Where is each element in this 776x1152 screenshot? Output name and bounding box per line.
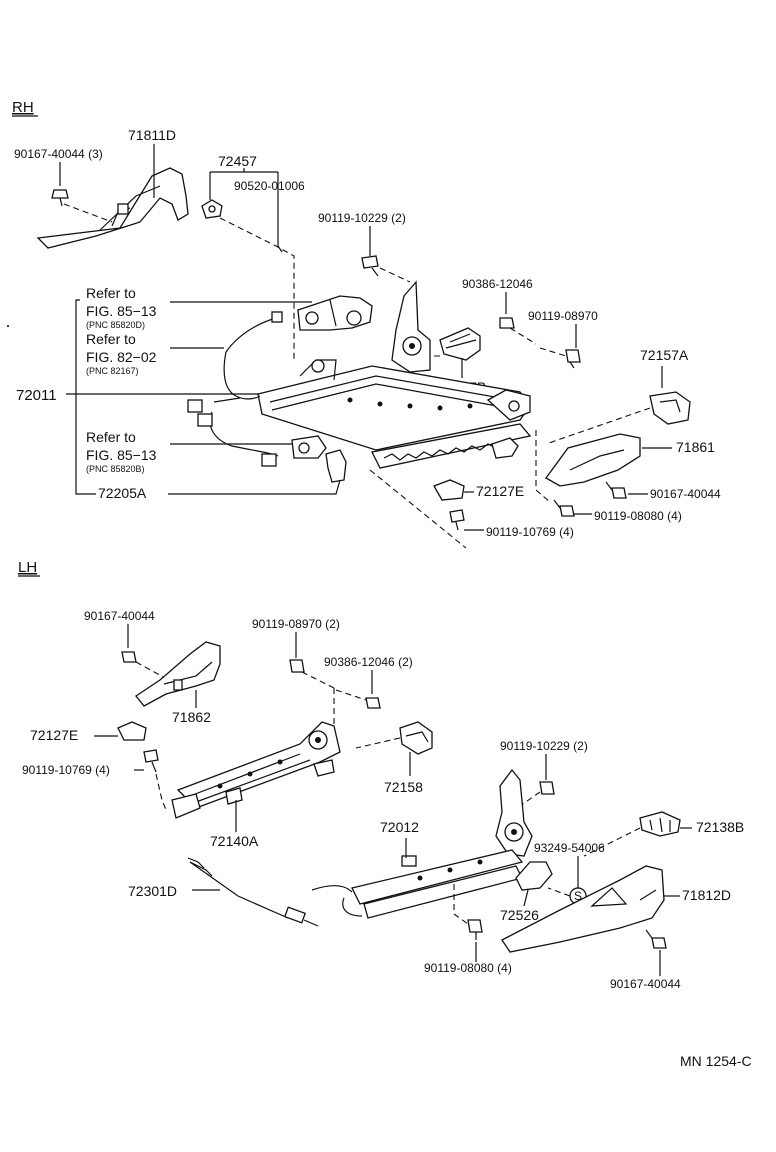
lh-cable-72301D-part (187, 857, 319, 927)
rh-screw-71861 (605, 481, 627, 499)
lh-bolt-10229 (539, 781, 555, 795)
lh-label-90119-10229-2: 90119-10229 (2) (500, 739, 588, 753)
lh-cover-72138B-part (639, 811, 681, 837)
rh-cover-72137B-part (439, 327, 481, 361)
rh-label-90386-12046: 90386-12046 (462, 277, 533, 291)
lh-label-90167-40044: 90167-40044 (84, 609, 155, 623)
lh-bolt-08970 (289, 659, 305, 673)
svg-text:Refer to: Refer to (86, 429, 136, 445)
lh-seat-track-72012-part (311, 768, 533, 919)
rh-bolt-icon (361, 255, 379, 277)
rh-label-90119-08080-4: 90119-08080 (4) (594, 509, 682, 523)
svg-text:Refer to: Refer to (86, 331, 136, 347)
rh-bolt-icon-2 (565, 349, 581, 369)
rh-bolt-10769 (449, 509, 465, 531)
rh-cover-72157A-part (649, 391, 691, 425)
lh-label-71862: 71862 (172, 709, 211, 725)
lh-bracket-72158-part (399, 721, 433, 755)
lh-label-72127E: 72127E (30, 727, 78, 743)
rh-label-72157A: 72157A (640, 347, 689, 363)
lh-label-72526: 72526 (500, 907, 539, 923)
lh-label-72012: 72012 (380, 819, 419, 835)
lh-label-72158: 72158 (384, 779, 423, 795)
lh-washer-icon (365, 697, 381, 709)
rh-label-72011: 72011 (16, 387, 57, 404)
rh-nut-clip-icon (201, 199, 223, 219)
rh-bolt-08080 (553, 499, 575, 517)
rh-label-72127E: 72127E (476, 483, 524, 499)
lh-cap-72127E-part (117, 721, 147, 741)
rh-label-90119-08970: 90119-08970 (528, 309, 598, 323)
rh-label-71861: 71861 (676, 439, 715, 455)
lh-bolt-10769 (143, 749, 159, 773)
svg-text:FIG. 82−02: FIG. 82−02 (86, 349, 157, 365)
rh-section-heading: RH (12, 99, 34, 116)
lh-screw-icon (121, 651, 137, 663)
rh-label-90167-40044-3: 90167-40044 (3) (14, 147, 103, 161)
refer-note-2: Refer to FIG. 82−02 (PNC 82167) (86, 331, 157, 376)
lh-label-90119-08970-2: 90119-08970 (2) (252, 617, 340, 631)
svg-text:FIG. 85−13: FIG. 85−13 (86, 447, 157, 463)
svg-text:S: S (574, 889, 582, 903)
lh-side-cover-71812D-part (501, 865, 665, 953)
rh-screw-icon (51, 189, 69, 207)
rh-wire-harness (187, 311, 283, 467)
lh-adjuster-72140A-part (171, 721, 341, 819)
rh-label-72457: 72457 (218, 153, 257, 169)
rh-label-90167-40044: 90167-40044 (650, 487, 721, 501)
lh-section-heading: LH (18, 559, 37, 576)
refer-note-1: Refer to FIG. 85−13 (PNC 85820D) (86, 285, 157, 330)
lh-label-90119-10769-4: 90119-10769 (4) (22, 763, 110, 777)
lh-label-72138B: 72138B (696, 819, 744, 835)
lh-screw-71812D (645, 929, 667, 949)
refer-note-3: Refer to FIG. 85−13 (PNC 85820B) (86, 429, 157, 474)
svg-text:Refer to: Refer to (86, 285, 136, 301)
lh-label-72301D: 72301D (128, 883, 177, 899)
lh-label-71812D: 71812D (682, 887, 731, 903)
rh-washer-icon (499, 317, 515, 329)
rh-cover-71861-part (545, 433, 641, 487)
lh-label-90119-08080-4: 90119-08080 (4) (424, 961, 512, 975)
diagram-code: MN 1254-C (680, 1053, 752, 1069)
lh-cover-71862-part (135, 641, 221, 707)
lh-label-72140A: 72140A (210, 833, 259, 849)
rh-label-90119-10769-4: 90119-10769 (4) (486, 525, 574, 539)
lh-label-90167-40044-b: 90167-40044 (610, 977, 681, 991)
svg-text:(PNC 82167): (PNC 82167) (86, 366, 139, 376)
svg-text:FIG. 85−13: FIG. 85−13 (86, 303, 157, 319)
rh-label-72205A: 72205A (98, 485, 147, 501)
rh-label-71811D: 71811D (128, 127, 176, 143)
rh-label-90520-01006: 90520-01006 (234, 179, 305, 193)
rh-seat-track-frame (257, 280, 532, 483)
lh-bolt-08080 (467, 919, 483, 940)
rh-label-90119-10229-2: 90119-10229 (2) (318, 211, 406, 225)
svg-text:(PNC 85820B): (PNC 85820B) (86, 464, 145, 474)
lh-label-93249-54006: 93249-54006 (534, 841, 605, 855)
rh-side-cover-part (36, 167, 189, 249)
svg-text:(PNC 85820D): (PNC 85820D) (86, 320, 145, 330)
lh-label-90386-12046-2: 90386-12046 (2) (324, 655, 413, 669)
lh-lever-72526-part (515, 861, 553, 891)
rh-cap-72127E-part (433, 479, 465, 501)
